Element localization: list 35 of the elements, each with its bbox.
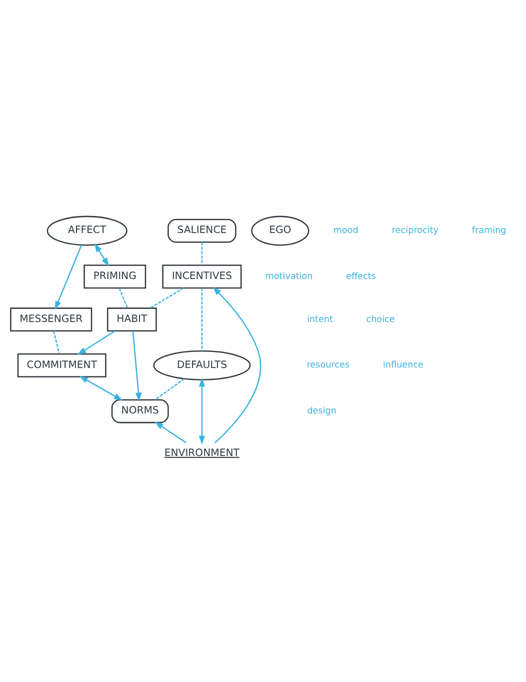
node-box: SALIENCE [168,218,236,243]
label: motivation [265,272,313,282]
node-box: INCENTIVES [162,264,242,289]
arrow [212,286,262,444]
node-box: PRIMING [84,264,146,289]
node-box: NORMS [111,399,169,424]
arrow [154,422,186,444]
arrow [79,376,123,401]
connector [201,242,203,265]
connector [118,288,128,308]
node-text: ENVIRONMENT [164,448,240,459]
label: framing [472,226,506,236]
arrow [132,331,142,402]
node-box: HABIT [106,308,157,332]
connector [53,330,60,354]
label: effects [346,272,376,282]
node-box: COMMITMENT [17,353,106,378]
connector [150,288,184,309]
label: design [307,406,336,417]
arrow [94,243,110,267]
label: influence [382,360,424,371]
node-ellipse: AFFECT [46,216,128,246]
label: intent [306,314,333,325]
label: choice [366,314,395,325]
arrow [54,244,82,310]
label: mood [333,226,358,236]
label: reciprocity [392,226,439,236]
arrow [198,378,206,445]
connector [154,378,185,400]
node-ellipse: EGO [251,216,310,246]
connector [201,288,203,351]
node-box: MESSENGER [10,308,92,332]
node-ellipse: DEFAULTS [153,350,251,380]
label: resources [306,360,350,371]
arrow [77,330,116,355]
